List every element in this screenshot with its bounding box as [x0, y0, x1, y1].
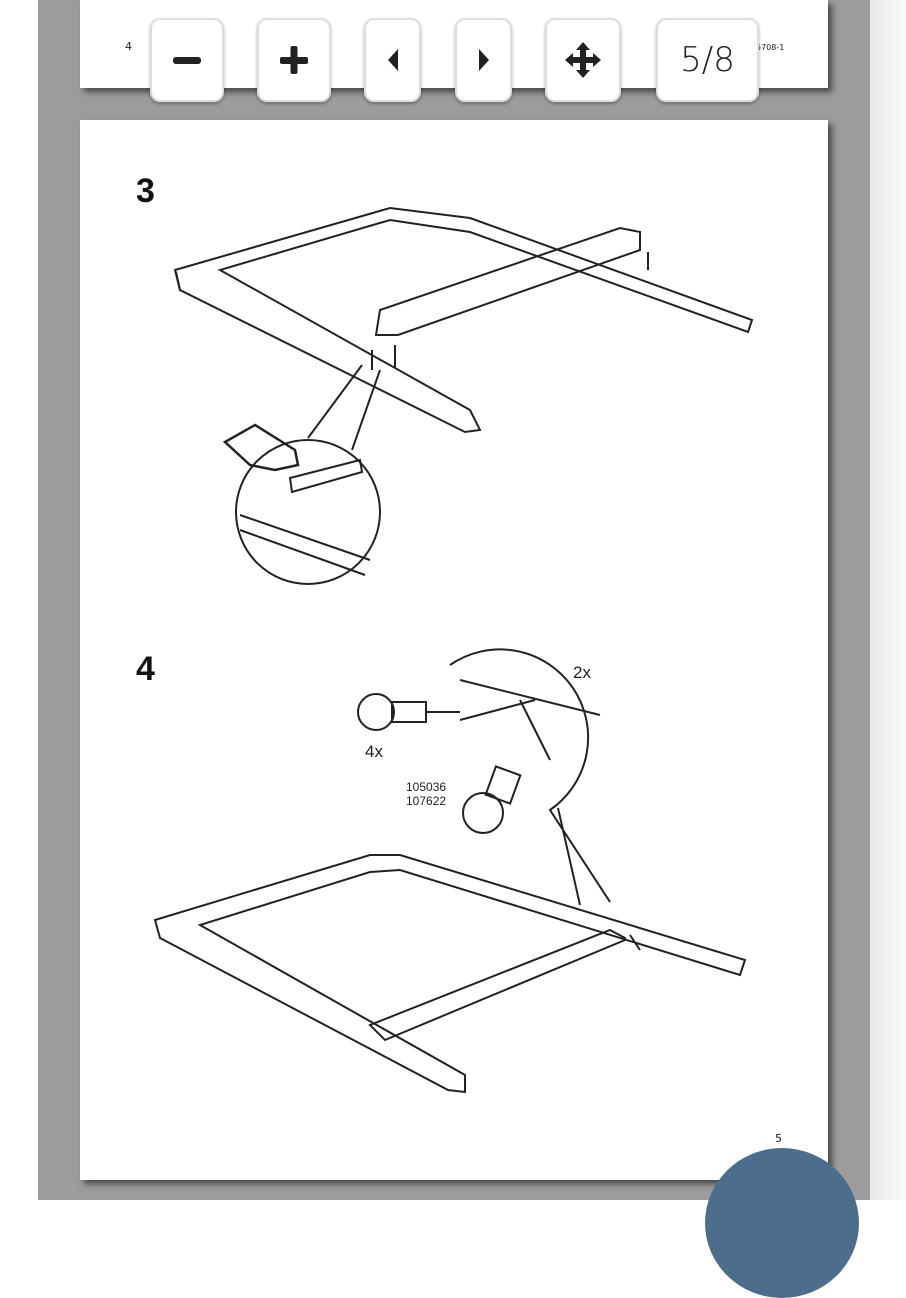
next-page-button[interactable]	[455, 18, 512, 102]
plus-icon	[280, 46, 308, 74]
previous-page-number: 4	[125, 40, 132, 53]
previous-page-reference: 5708-1	[756, 43, 785, 52]
detail-magnifier-circle-step4	[449, 648, 611, 906]
step-number: 4	[136, 650, 155, 688]
previous-page-button[interactable]	[364, 18, 421, 102]
chevron-right-icon	[478, 49, 489, 71]
step-number: 3	[136, 172, 155, 210]
screw-quantity-label: 4x	[365, 742, 383, 761]
zoom-out-button[interactable]	[150, 18, 224, 102]
part-code: 107622	[406, 794, 447, 808]
page-number: 5	[775, 1132, 782, 1145]
pan-button[interactable]	[545, 18, 621, 102]
scroll-edge	[870, 0, 906, 1200]
part-codes: 105036 107622	[406, 780, 446, 808]
assembly-illustration	[153, 206, 754, 1094]
zoom-in-button[interactable]	[257, 18, 331, 102]
current-page: 3 4 2x 4x 105036 107622 5	[80, 120, 828, 1180]
quantity-per-side-label: 2x	[573, 663, 591, 682]
detail-magnifier-circle	[235, 439, 381, 585]
floating-action-button[interactable]	[705, 1148, 859, 1298]
page-indicator[interactable]: 5/8	[656, 18, 759, 102]
hand-pointer-drawing	[222, 423, 300, 472]
part-code: 105036	[406, 780, 447, 794]
screw-drawing	[357, 693, 460, 731]
chevron-left-icon	[387, 49, 398, 71]
step3-frame-drawing	[173, 206, 754, 451]
minus-icon	[173, 57, 201, 64]
move-arrows-icon	[565, 42, 601, 78]
step4-frame-drawing	[153, 854, 747, 1094]
